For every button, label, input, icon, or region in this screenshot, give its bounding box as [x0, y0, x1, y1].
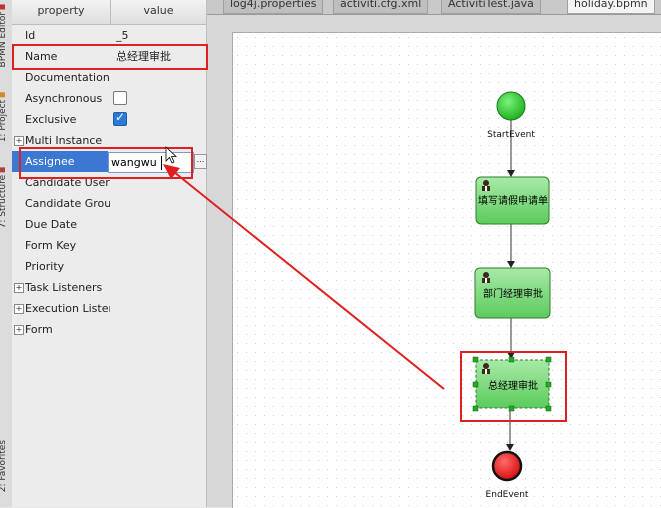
end-event[interactable]: [491, 450, 523, 482]
start-event-label: StartEvent: [487, 130, 535, 140]
property-label: Candidate Groups: [25, 197, 110, 210]
property-label: Asynchronous: [25, 92, 103, 105]
property-row-id[interactable]: Id _5: [12, 25, 206, 46]
property-value[interactable]: 总经理审批: [116, 50, 171, 63]
sequence-flow-3[interactable]: [507, 318, 515, 359]
property-label: Form: [25, 323, 53, 336]
property-row-exclusive[interactable]: Exclusive: [12, 109, 206, 130]
property-row-due-date[interactable]: Due Date: [12, 214, 206, 235]
sequence-flow-2[interactable]: [507, 224, 515, 268]
property-label: Assignee: [25, 155, 75, 168]
mouse-cursor-icon: [165, 146, 178, 164]
selection-handles[interactable]: [472, 356, 552, 412]
tab-activiti-cfg-xml[interactable]: activiti.cfg.xml: [333, 0, 429, 14]
expand-icon[interactable]: +: [14, 136, 24, 146]
property-label: Id: [25, 29, 36, 42]
annotation-arrow: [163, 164, 445, 390]
property-row-priority[interactable]: Priority: [12, 256, 206, 277]
property-label: Due Date: [25, 218, 77, 231]
sequence-flow-1[interactable]: [507, 120, 515, 177]
highlight-box-task: [460, 351, 567, 422]
property-label: Name: [25, 50, 58, 63]
property-row-candidate-groups[interactable]: Candidate Groups: [12, 193, 206, 214]
header-property[interactable]: property: [12, 0, 111, 24]
property-row-candidate-users[interactable]: Candidate Users: [12, 172, 206, 193]
property-label: Task Listeners: [25, 281, 103, 294]
asynchronous-checkbox[interactable]: [113, 91, 127, 105]
header-value[interactable]: value: [143, 4, 174, 17]
bpmn-canvas[interactable]: [232, 32, 661, 508]
bpmn-editor: [207, 15, 661, 508]
property-row-form[interactable]: + Form: [12, 319, 206, 340]
properties-header: property value: [12, 0, 206, 25]
user-task-general-manager[interactable]: 总经理审批: [475, 359, 550, 409]
end-event-label: EndEvent: [486, 490, 529, 500]
exclusive-checkbox[interactable]: [113, 110, 127, 126]
user-task-dept-manager[interactable]: 部门经理审批: [474, 267, 551, 319]
user-task-fill-request[interactable]: 填写请假申请单: [475, 176, 550, 225]
tab-activiti-test-java[interactable]: ActivitiTest.java: [441, 0, 541, 14]
user-task-icon: [482, 272, 490, 283]
property-row-task-listeners[interactable]: + Task Listeners: [12, 277, 206, 298]
editor-tab-bar: log4j.properties activiti.cfg.xml Activi…: [207, 0, 661, 15]
properties-panel: property value Id _5 Name 总经理审批 Document…: [12, 0, 207, 507]
highlight-box-assignee: [19, 147, 193, 179]
tab-log4j-properties[interactable]: log4j.properties: [223, 0, 324, 14]
property-label: Documentation: [25, 71, 110, 84]
property-row-form-key[interactable]: Form Key: [12, 235, 206, 256]
expand-icon[interactable]: +: [14, 325, 24, 335]
user-task-icon: [482, 180, 490, 191]
property-row-multi-instance[interactable]: + Multi Instance: [12, 130, 206, 151]
property-label: Priority: [25, 260, 65, 273]
property-label: Execution Listeners: [25, 302, 110, 315]
task-label: 填写请假申请单: [478, 194, 548, 207]
property-row-asynchronous[interactable]: Asynchronous: [12, 88, 206, 109]
tab-holiday-bpmn[interactable]: holiday.bpmn: [567, 0, 655, 14]
task-label: 总经理审批: [488, 379, 538, 392]
property-row-documentation[interactable]: Documentation: [12, 67, 206, 88]
sequence-flow-4[interactable]: [506, 409, 514, 451]
assignee-more-button[interactable]: ...: [194, 154, 207, 169]
task-label: 部门经理审批: [483, 287, 543, 300]
user-task-icon: [482, 363, 490, 374]
text-caret: [161, 156, 162, 170]
property-label: Candidate Users: [25, 176, 110, 189]
expand-icon[interactable]: +: [14, 304, 24, 314]
property-label: Exclusive: [25, 113, 77, 126]
highlight-box-name: [12, 44, 208, 70]
property-row-name[interactable]: Name 总经理审批: [12, 46, 206, 67]
property-row-execution-listeners[interactable]: + Execution Listeners: [12, 298, 206, 319]
assignee-input-text: wangwu: [111, 156, 157, 169]
property-label: Form Key: [25, 239, 77, 252]
expand-icon[interactable]: +: [14, 283, 24, 293]
selected-row-highlight: Assignee: [12, 151, 108, 172]
start-event[interactable]: [496, 91, 526, 121]
property-value[interactable]: _5: [116, 29, 129, 42]
property-label: Multi Instance: [25, 134, 103, 147]
